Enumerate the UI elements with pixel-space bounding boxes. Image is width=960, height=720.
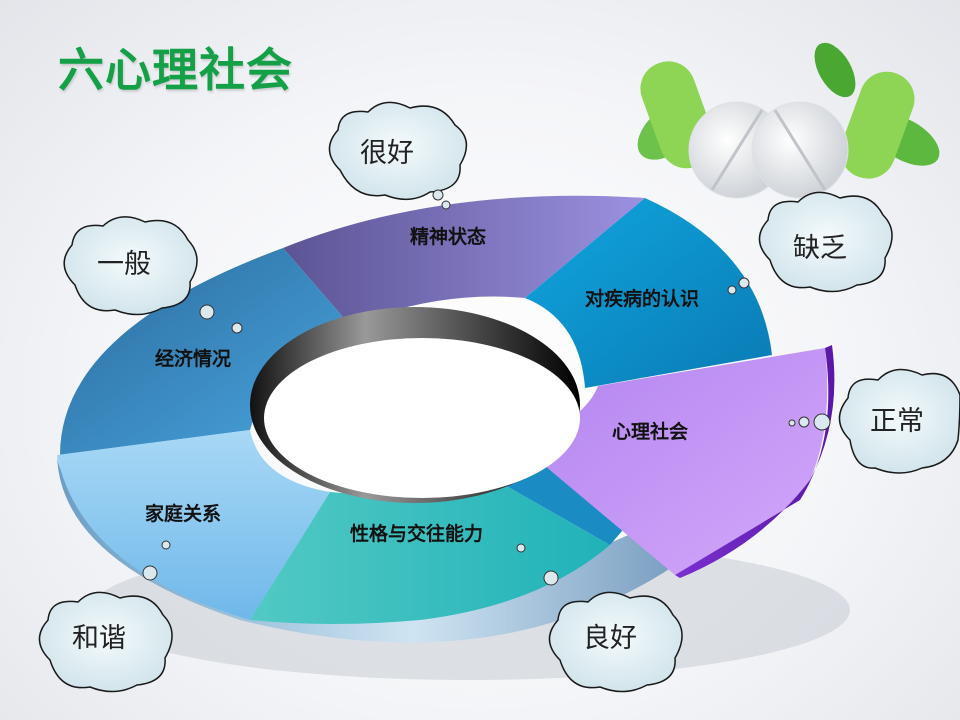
cloud-harmonious: 和谐: [38, 540, 173, 693]
segment-economy: [60, 248, 350, 455]
segment-psychosocial: [520, 348, 828, 575]
page-title: 六心理社会: [58, 43, 293, 97]
cloud-good: 良好: [516, 543, 683, 693]
segment-personality: [250, 468, 610, 624]
cloud-label: 很好: [360, 138, 414, 169]
cloud-label: 正常: [870, 406, 924, 437]
segment-label: 家庭关系: [145, 502, 221, 525]
cloud-label: 良好: [583, 623, 637, 654]
cloud-lacking: 缺乏: [727, 191, 893, 295]
segment-disease-awareness: [525, 198, 772, 388]
cloud-very-good: 很好: [328, 101, 468, 210]
cloud-average: 一般: [63, 216, 243, 334]
segment-psychosocial-side: [675, 345, 835, 578]
segment-label: 经济情况: [155, 347, 231, 370]
segment-mental-state: [283, 195, 645, 325]
segment-family: [57, 430, 330, 620]
cloud-normal: 正常: [788, 368, 960, 474]
segment-label: 性格与交往能力: [350, 522, 483, 545]
segment-label: 对疾病的认识: [585, 287, 699, 310]
cloud-label: 一般: [97, 249, 151, 280]
segment-label: 心理社会: [612, 420, 688, 443]
segment-label: 精神状态: [410, 225, 486, 248]
pills-leaves-decoration: [637, 42, 940, 199]
cloud-label: 缺乏: [793, 233, 847, 264]
cloud-label: 和谐: [72, 623, 126, 654]
ring-hole: [264, 338, 580, 498]
